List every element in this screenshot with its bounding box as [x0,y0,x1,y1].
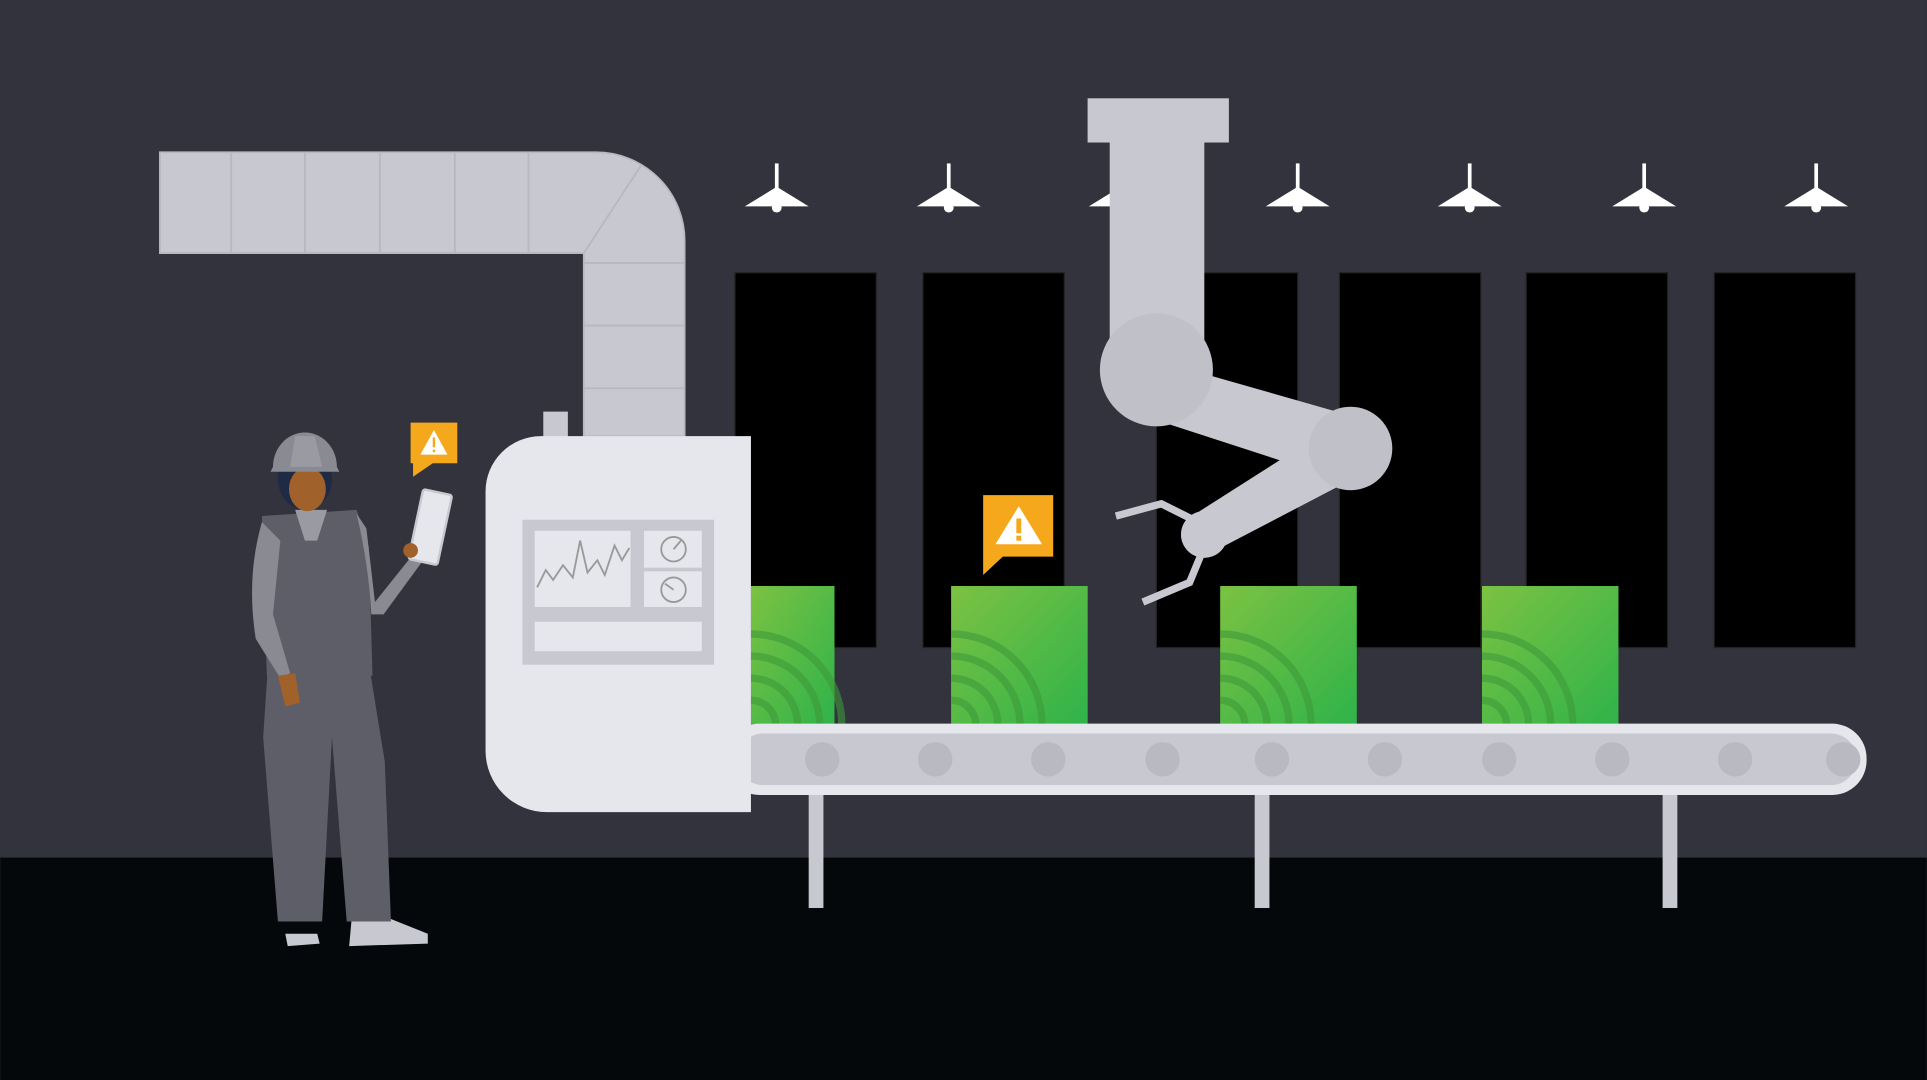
roller [1254,742,1290,777]
roller [1031,742,1066,777]
air-duct [159,151,686,438]
roller [1367,742,1403,777]
box [1220,586,1357,725]
window [922,272,1065,649]
boxes [751,586,1619,725]
window [1713,272,1857,649]
roller [1595,742,1630,777]
gauge-icon [660,576,687,603]
robot-arm-icon [1087,98,1393,606]
ceiling-lamp-icon [1437,163,1502,213]
machine [485,411,751,813]
windows [734,272,1857,649]
roller [1481,742,1517,777]
ceiling-lamp-icon [1784,163,1849,213]
conveyor-belt [725,723,1867,908]
ceiling-lamp-icon [1612,163,1677,213]
worker-icon [252,432,453,947]
box [951,586,1088,725]
window [1525,272,1669,649]
roller [1826,742,1861,777]
warning-icon [983,495,1054,576]
box [751,586,842,725]
line-chart-icon [536,540,631,588]
tablet-icon [403,488,453,566]
warning-icon [410,422,458,477]
ceiling-lamp-icon [744,163,809,213]
window [734,272,877,649]
ceiling-lamp-icon [1265,163,1330,213]
roller [918,742,953,777]
gauge-icon [660,536,687,563]
roller [805,742,840,777]
box [1482,586,1619,725]
roller [1717,742,1753,777]
roller [1145,742,1180,777]
ceiling-lamp-icon [916,163,981,213]
